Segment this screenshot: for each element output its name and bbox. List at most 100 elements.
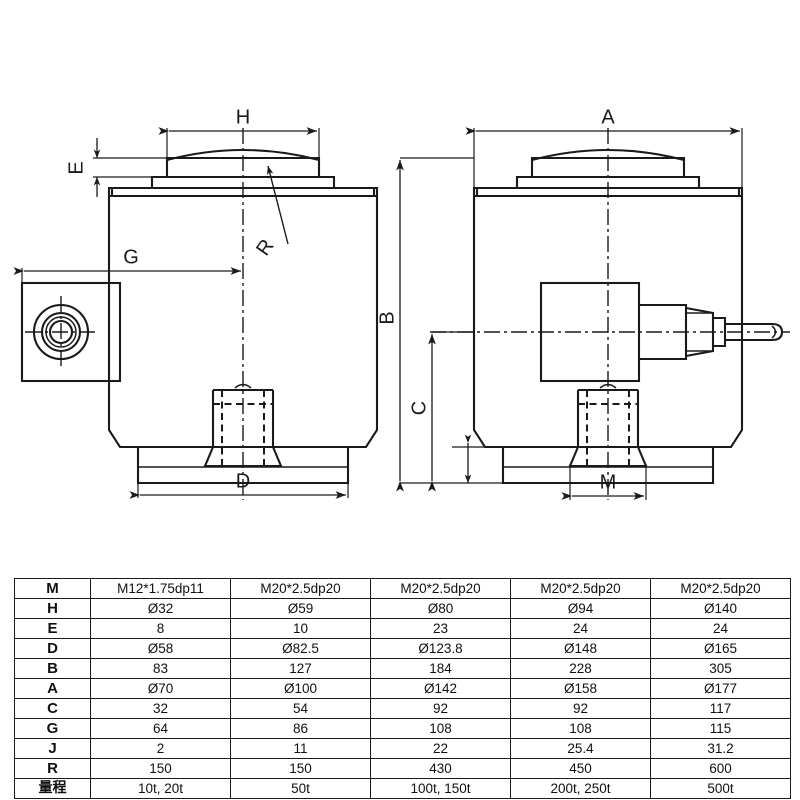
- dimension-D: D: [129, 470, 349, 499]
- technical-drawing-area: H E G R: [13, 106, 790, 500]
- dim-label-H: H: [236, 106, 250, 128]
- spec-cell-D-3: Ø123.8: [370, 638, 511, 659]
- spec-cell-E-3: 23: [370, 618, 511, 639]
- spec-row-label: 量程: [14, 778, 91, 799]
- spec-cell-B-1: 83: [90, 658, 231, 679]
- spec-cell-D-5: Ø165: [650, 638, 791, 659]
- spec-row-label: M: [14, 578, 91, 599]
- cable-gland: [639, 303, 784, 361]
- spec-cell-G-3: 108: [370, 718, 511, 739]
- side-dome: [531, 149, 685, 162]
- dim-label-B: B: [376, 311, 398, 324]
- cable: [725, 322, 784, 342]
- dim-label-R: R: [252, 235, 278, 259]
- spec-cell-R-5: 600: [650, 758, 791, 779]
- spec-cell-M-3: M20*2.5dp20: [370, 578, 511, 599]
- spec-cell-C-4: 92: [510, 698, 651, 719]
- dimension-J: [452, 434, 503, 483]
- spec-cell-G-1: 64: [90, 718, 231, 739]
- spec-row-label: A: [14, 678, 91, 699]
- spec-cell-C-1: 32: [90, 698, 231, 719]
- spec-cell-M-2: M20*2.5dp20: [230, 578, 371, 599]
- spec-cell-C-2: 54: [230, 698, 371, 719]
- spec-row-label: R: [14, 758, 91, 779]
- spec-cell-A-2: Ø100: [230, 678, 371, 699]
- dimension-E: E: [65, 138, 170, 197]
- spec-cell-R-1: 150: [90, 758, 231, 779]
- spec-cell-G-4: 108: [510, 718, 651, 739]
- spec-cell-A-1: Ø70: [90, 678, 231, 699]
- spec-cell-D-2: Ø82.5: [230, 638, 371, 659]
- spec-cell-G-5: 115: [650, 718, 791, 739]
- spec-cell-量程-5: 500t: [650, 778, 791, 799]
- spec-cell-量程-1: 10t, 20t: [90, 778, 231, 799]
- front-side-boss: [20, 281, 122, 383]
- spec-cell-H-4: Ø94: [510, 598, 651, 619]
- spec-cell-量程-2: 50t: [230, 778, 371, 799]
- dimension-C: C: [408, 331, 474, 492]
- spec-cell-A-5: Ø177: [650, 678, 791, 699]
- spec-cell-A-4: Ø158: [510, 678, 651, 699]
- dim-label-C: C: [408, 401, 430, 415]
- spec-row-label: E: [14, 618, 91, 639]
- spec-cell-D-4: Ø148: [510, 638, 651, 659]
- spec-cell-J-4: 25.4: [510, 738, 651, 759]
- spec-cell-J-5: 31.2: [650, 738, 791, 759]
- spec-cell-R-3: 430: [370, 758, 511, 779]
- spec-row-label: G: [14, 718, 91, 739]
- spec-row-label: D: [14, 638, 91, 659]
- spec-cell-M-4: M20*2.5dp20: [510, 578, 651, 599]
- spec-cell-B-3: 184: [370, 658, 511, 679]
- spec-cell-G-2: 86: [230, 718, 371, 739]
- dimension-B: B: [376, 157, 503, 492]
- spec-cell-H-1: Ø32: [90, 598, 231, 619]
- spec-cell-E-4: 24: [510, 618, 651, 639]
- dimension-R: R: [252, 165, 289, 260]
- front-view: H E G R: [13, 106, 379, 500]
- spec-cell-A-3: Ø142: [370, 678, 511, 699]
- spec-cell-B-2: 127: [230, 658, 371, 679]
- dim-label-D: D: [236, 470, 250, 492]
- dimension-A: A: [465, 106, 743, 190]
- dimension-H: H: [158, 106, 320, 160]
- spec-cell-E-2: 10: [230, 618, 371, 639]
- spec-cell-C-3: 92: [370, 698, 511, 719]
- spec-row-label: J: [14, 738, 91, 759]
- dim-label-G: G: [123, 246, 139, 268]
- spec-row-label: H: [14, 598, 91, 619]
- dim-label-E: E: [65, 161, 87, 174]
- spec-cell-M-5: M20*2.5dp20: [650, 578, 791, 599]
- dim-label-M: M: [600, 471, 617, 493]
- spec-cell-E-5: 24: [650, 618, 791, 639]
- spec-cell-J-2: 11: [230, 738, 371, 759]
- front-bottom-stud: [203, 383, 283, 468]
- spec-cell-J-3: 22: [370, 738, 511, 759]
- side-boss: [539, 281, 641, 383]
- spec-cell-B-5: 305: [650, 658, 791, 679]
- spec-cell-M-1: M12*1.75dp11: [90, 578, 231, 599]
- spec-row-label: B: [14, 658, 91, 679]
- spec-cell-R-4: 450: [510, 758, 651, 779]
- side-bottom-stud: [568, 383, 648, 468]
- spec-cell-R-2: 150: [230, 758, 371, 779]
- spec-cell-H-3: Ø80: [370, 598, 511, 619]
- spec-row-label: C: [14, 698, 91, 719]
- spec-cell-H-5: Ø140: [650, 598, 791, 619]
- spec-cell-量程-3: 100t, 150t: [370, 778, 511, 799]
- spec-cell-B-4: 228: [510, 658, 651, 679]
- front-dome: [166, 149, 320, 162]
- spec-cell-量程-4: 200t, 250t: [510, 778, 651, 799]
